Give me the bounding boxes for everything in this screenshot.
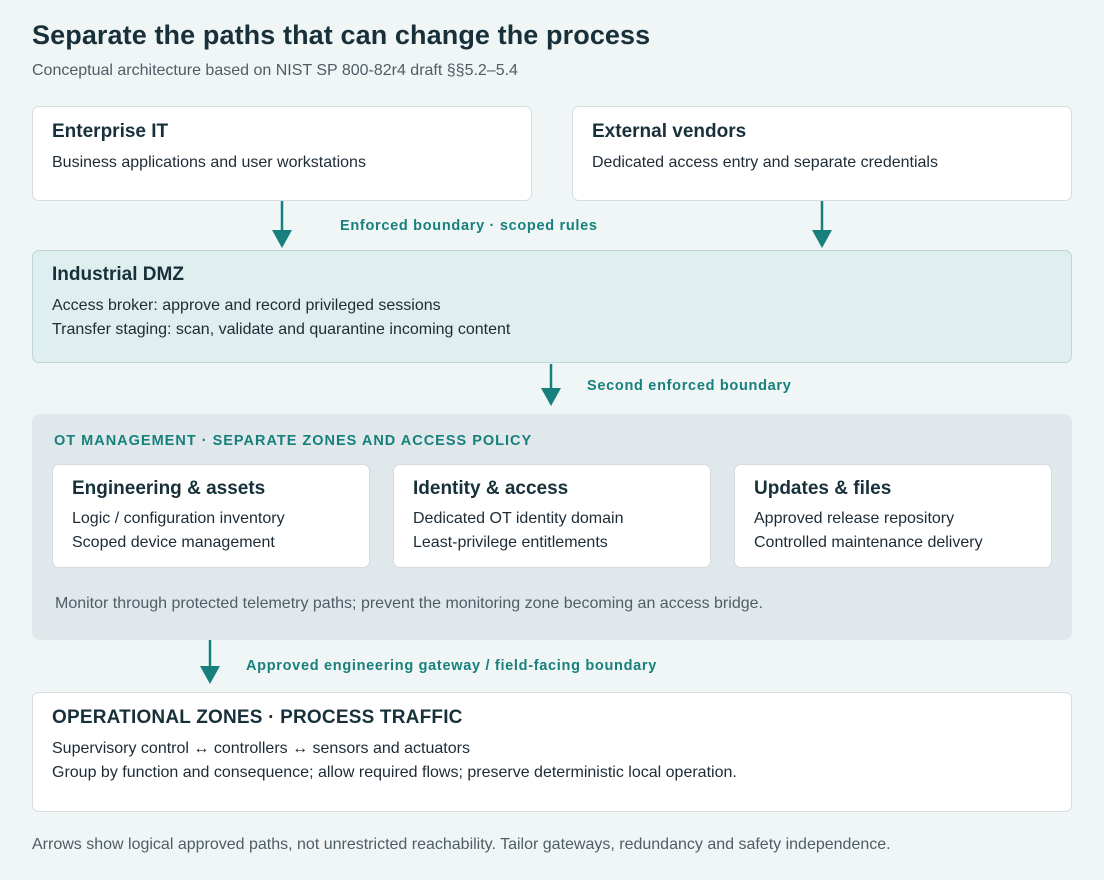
enterprise-it-line: Business applications and user workstati… [52,154,366,171]
arrow-management-to-operations-icon [200,640,220,684]
operational-zones-line-control: Supervisory control ↔ controllers ↔ sens… [52,740,470,757]
page-title: Separate the paths that can change the p… [32,20,651,50]
boundary-label-1: Enforced boundary · scoped rules [340,218,598,234]
operational-zones-title: OPERATIONAL ZONES · PROCESS TRAFFIC [52,707,463,728]
identity-access-title: Identity & access [413,478,569,499]
industrial-dmz-title: Industrial DMZ [52,264,184,285]
external-vendors-box: External vendors Dedicated access entry … [572,106,1072,201]
industrial-dmz-box: Industrial DMZ Access broker: approve an… [32,250,1072,363]
industrial-dmz-line-broker: Access broker: approve and record privil… [52,297,441,314]
industrial-dmz-line-staging: Transfer staging: scan, validate and qua… [52,321,511,338]
footer-note: Arrows show logical approved paths, not … [32,836,891,853]
arrow-dmz-to-management-icon [541,364,561,406]
updates-files-title: Updates & files [754,478,892,499]
updates-files-line: Approved release repository [754,510,955,527]
identity-access-box: Identity & access Dedicated OT identity … [393,464,711,568]
ot-management-zone: OT MANAGEMENT · SEPARATE ZONES AND ACCES… [32,414,1072,640]
operational-zones-line-grouping: Group by function and consequence; allow… [52,764,737,781]
engineering-assets-box: Engineering & assets Logic / configurati… [52,464,370,568]
page-subtitle: Conceptual architecture based on NIST SP… [32,62,518,79]
external-vendors-line: Dedicated access entry and separate cred… [592,154,938,171]
identity-access-line: Least-privilege entitlements [413,534,608,551]
arrow-vendors-to-dmz-icon [812,201,832,248]
enterprise-it-box: Enterprise IT Business applications and … [32,106,532,201]
boundary-label-3: Approved engineering gateway / field-fac… [246,658,658,674]
engineering-assets-title: Engineering & assets [72,478,266,499]
engineering-assets-line: Logic / configuration inventory [72,510,285,527]
identity-access-line: Dedicated OT identity domain [413,510,624,527]
operational-zones-box: OPERATIONAL ZONES · PROCESS TRAFFIC Supe… [32,692,1072,812]
engineering-assets-line: Scoped device management [72,534,275,551]
updates-files-line: Controlled maintenance delivery [754,534,983,551]
external-vendors-title: External vendors [592,121,747,142]
enterprise-it-title: Enterprise IT [52,121,169,142]
boundary-label-2: Second enforced boundary [587,378,792,394]
arrow-enterprise-to-dmz-icon [272,201,292,248]
monitoring-note: Monitor through protected telemetry path… [55,595,763,612]
ot-management-label: OT MANAGEMENT · SEPARATE ZONES AND ACCES… [54,433,533,449]
updates-files-box: Updates & files Approved release reposit… [734,464,1052,568]
